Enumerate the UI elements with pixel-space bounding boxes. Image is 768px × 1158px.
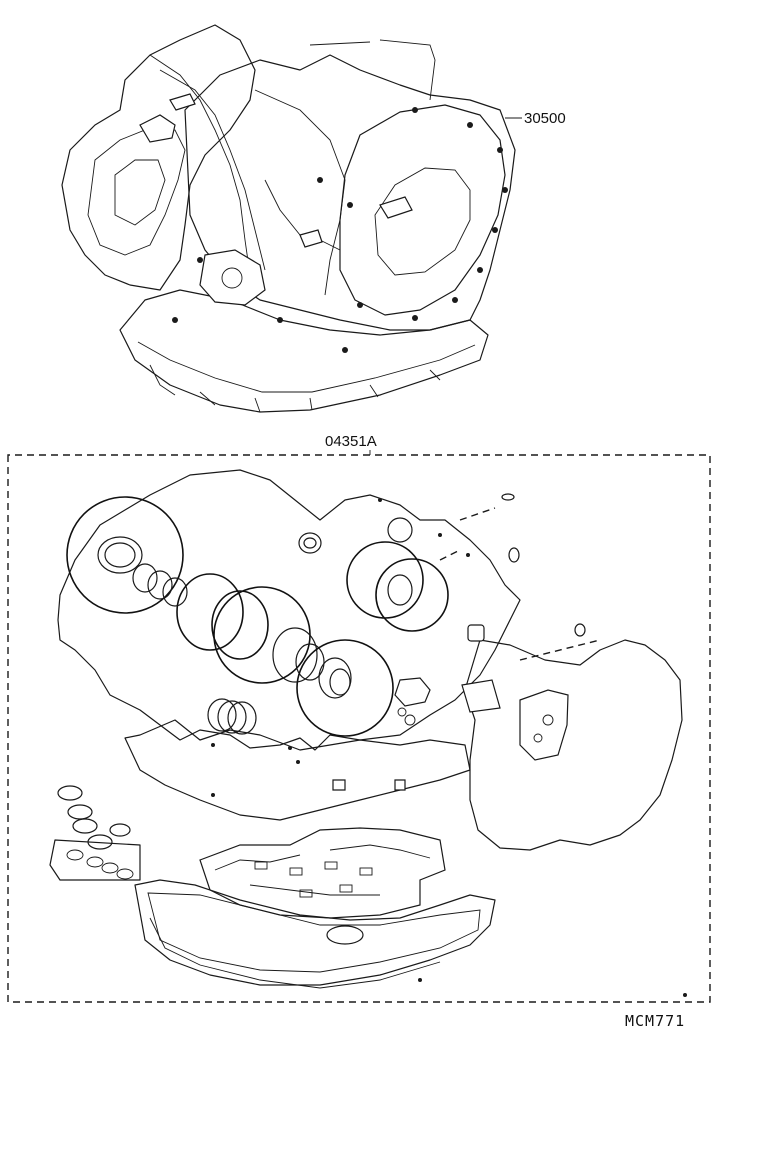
- gasket-kit-drawing: [49, 469, 687, 997]
- kit-border: [7, 454, 711, 1003]
- label-gasket-kit: 04351A: [325, 433, 377, 450]
- transaxle-assembly-drawing: [61, 24, 522, 413]
- label-transaxle-assembly: 30500: [524, 110, 566, 127]
- label-catalog-code: MCM771: [625, 1012, 685, 1030]
